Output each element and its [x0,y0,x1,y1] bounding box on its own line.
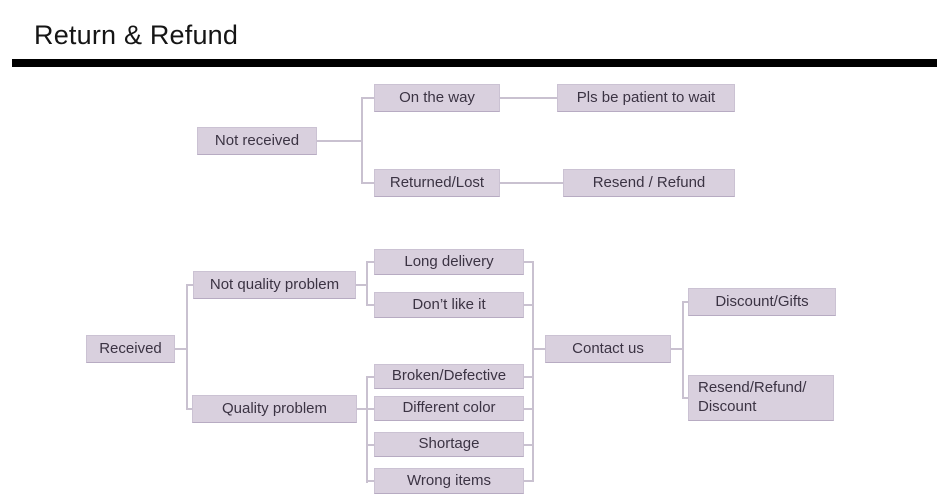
node-quality: Quality problem [192,395,357,423]
connector-line [366,261,374,263]
node-broken: Broken/Defective [374,364,524,389]
connector-line [366,408,374,410]
node-not-quality: Not quality problem [193,271,356,299]
node-discount-gifts: Discount/Gifts [688,288,836,316]
connector-line [532,348,545,350]
node-on-the-way: On the way [374,84,500,112]
connector-line [356,284,368,286]
connector-line [500,97,530,99]
connector-line [682,397,688,399]
node-returned-lost: Returned/Lost [374,169,500,197]
connector-line [528,97,557,99]
connector-line [524,444,534,446]
connector-line [361,97,363,184]
connector-line [524,261,534,263]
connector-line [524,408,534,410]
connector-line [186,408,192,410]
connector-line [524,480,534,482]
connector-line [361,97,374,99]
connector-line [682,301,688,303]
connector-line [317,140,363,142]
connector-line [186,284,193,286]
node-pls-wait: Pls be patient to wait [557,84,735,112]
connector-line [361,182,374,184]
node-different-color: Different color [374,396,524,421]
connector-line [671,348,684,350]
connector-line [531,182,563,184]
connector-line [366,376,368,483]
node-shortage: Shortage [374,432,524,457]
node-wrong-items: Wrong items [374,468,524,494]
connector-line [532,261,534,482]
connector-line [366,444,374,446]
connector-line [682,301,684,399]
connector-line [186,284,188,410]
connector-line [366,376,374,378]
node-received: Received [86,335,175,363]
connector-line [175,348,188,350]
node-long-delivery: Long delivery [374,249,524,275]
node-contact-us: Contact us [545,335,671,363]
node-resend-refund-discount: Resend/Refund/ Discount [688,375,834,421]
node-not-received: Not received [197,127,317,155]
page-title: Return & Refund [34,20,239,50]
connector-line [524,304,534,306]
connector-line [357,408,368,410]
node-resend-refund: Resend / Refund [563,169,735,197]
connector-line [366,480,374,482]
title-underline-rule [12,59,937,67]
connector-line [500,182,533,184]
connector-line [524,376,534,378]
connector-line [366,304,374,306]
connector-line [366,261,368,306]
node-dont-like: Don’t like it [374,292,524,318]
